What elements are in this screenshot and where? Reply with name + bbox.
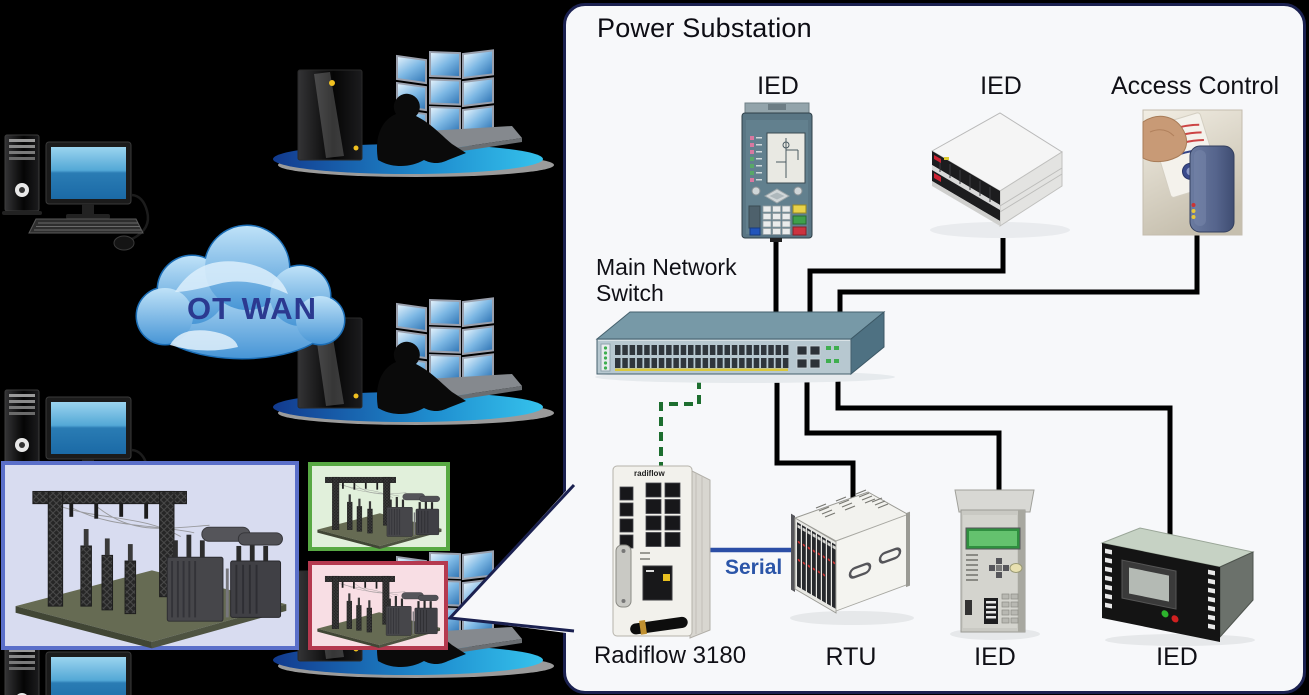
workstation-middle [0,388,150,507]
ied-relay-label: IED [757,72,799,100]
radiflow-logo: radiflow [634,469,665,478]
substation-green-view [308,462,450,551]
access-control-label: Access Control [1110,72,1280,100]
ied-rack-label: IED [980,72,1022,100]
panel-title: Power Substation [597,13,812,43]
power-substation-panel [563,3,1306,694]
main-switch-label: Main Network Switch [596,254,737,306]
ied-rack2-label: IED [1156,643,1198,671]
callout-wedge [446,482,576,634]
radiflow-label: Radiflow 3180 [593,642,747,669]
substation-red-view [308,561,448,650]
substation-main-view [1,461,299,650]
serial-link-label: Serial [725,556,783,579]
workstation-top [0,133,150,252]
ied-bay-label: IED [974,643,1016,671]
operator-scene-bottom [272,550,555,679]
workstation-bottom [0,643,150,695]
rtu-label: RTU [825,643,877,671]
operator-scene-top [272,49,555,178]
ot-wan-label: OT WAN [187,291,317,326]
